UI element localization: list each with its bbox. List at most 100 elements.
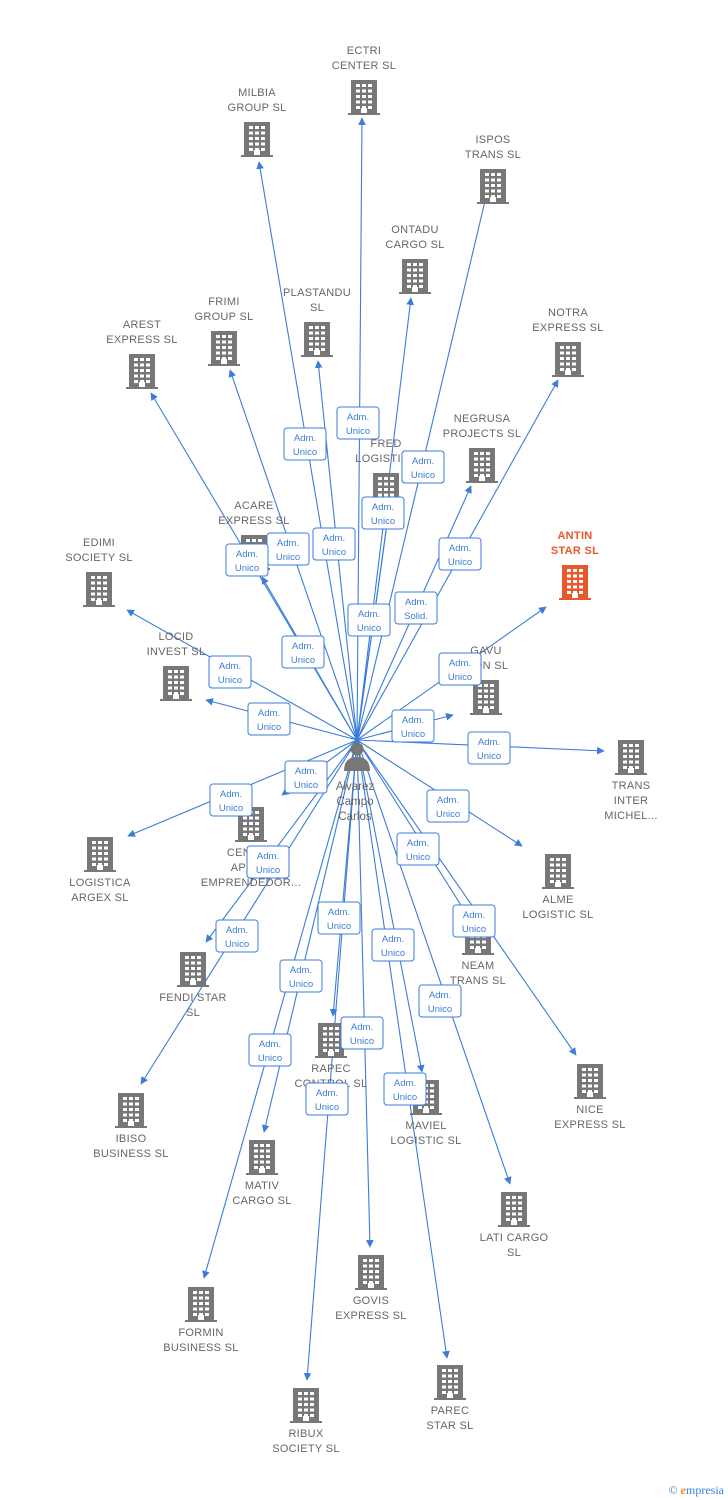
company-label: BUSINESS SL <box>93 1148 168 1160</box>
company-node-ibiso[interactable]: IBISO BUSINESS SL <box>93 1093 168 1160</box>
relation-badge[interactable]: Adm.Unico <box>401 450 445 484</box>
badge-text: Adm. <box>258 708 280 719</box>
company-label: LATI CARGO <box>480 1232 549 1244</box>
company-label: IBISO <box>116 1133 147 1145</box>
company-label: FORMIN <box>178 1327 223 1339</box>
relation-badge[interactable]: Adm.Unico <box>215 919 259 953</box>
relation-badge[interactable]: Adm.Solid. <box>394 591 438 625</box>
building-icon <box>115 1093 147 1128</box>
relation-badge[interactable]: Adm.Unico <box>209 783 253 817</box>
company-label: MAVIEL <box>405 1120 446 1132</box>
company-label: NEGRUSA <box>454 413 511 425</box>
edge-parec <box>356 739 450 1359</box>
badge-text: Adm. <box>323 533 345 544</box>
relation-badge[interactable]: Adm. Unico <box>247 702 291 736</box>
relation-badge[interactable]: Adm.Unico <box>312 527 356 561</box>
relation-badge[interactable]: Adm.Unico <box>452 904 496 938</box>
building-icon <box>246 1140 278 1175</box>
company-label: NEAM <box>462 960 495 972</box>
relation-badge[interactable]: Adm.Unico <box>208 655 252 689</box>
company-label: PAREC <box>431 1405 470 1417</box>
badge-text: Unico <box>346 426 370 437</box>
relation-badge[interactable]: Adm.Unico <box>340 1016 384 1050</box>
badge-text: Unico <box>257 722 281 733</box>
badge-text: Adm. <box>328 907 350 918</box>
company-label: SL <box>310 302 324 314</box>
company-node-trans[interactable]: TRANSINTERMICHEL... <box>604 740 657 822</box>
relation-badge[interactable]: Adm.Unico <box>396 832 440 866</box>
relation-badge[interactable]: Adm.Unico <box>467 731 511 765</box>
relation-badge[interactable]: Adm.Unico <box>426 789 470 823</box>
relation-badge[interactable]: Adm.Unico <box>225 543 269 577</box>
building-icon <box>542 854 574 889</box>
badge-text: Unico <box>235 563 259 574</box>
badge-text: Unico <box>393 1092 417 1103</box>
relation-badge[interactable]: Adm.Unico <box>438 537 482 571</box>
company-label: LOGISTICA <box>69 877 131 889</box>
relation-badge[interactable]: Adm.Unico <box>248 1033 292 1067</box>
company-label: FENDI STAR <box>159 992 227 1004</box>
company-label: CARGO SL <box>232 1195 291 1207</box>
relation-badge[interactable]: Adm.Unico <box>361 496 405 530</box>
relation-badge[interactable]: Adm.Unico <box>418 984 462 1018</box>
relation-badge[interactable]: Adm.Unico <box>383 1072 427 1106</box>
badge-text: Adm. <box>405 597 427 608</box>
badge-text: Adm. <box>402 715 424 726</box>
relation-badge[interactable]: Adm.Unico <box>279 959 323 993</box>
relation-badge[interactable]: Adm.Unico <box>283 427 327 461</box>
badge-text: Adm. <box>382 934 404 945</box>
relation-badge[interactable]: Adm. Unico <box>371 928 415 962</box>
company-label: ARGEX SL <box>71 892 128 904</box>
relation-badge[interactable]: Adm.Unico <box>266 532 310 566</box>
badge-text: Unico <box>381 948 405 959</box>
relation-badge[interactable]: Adm.Unico <box>305 1082 349 1116</box>
relation-badge[interactable]: Adm.Unico <box>336 406 380 440</box>
person-name: Campo <box>336 796 373 808</box>
company-label: NOTRA <box>548 307 588 319</box>
building-icon <box>466 448 498 483</box>
building-icon <box>290 1388 322 1423</box>
relation-badge[interactable]: Adm.Unico <box>284 760 328 794</box>
building-icon <box>84 837 116 872</box>
badge-text: Unico <box>327 921 351 932</box>
company-label: MILBIA <box>238 87 276 99</box>
company-label: EXPRESS SL <box>554 1119 625 1131</box>
company-node-logistica[interactable]: LOGISTICA ARGEX SL <box>69 837 131 904</box>
badges-layer: Adm.UnicoAdm.UnicoAdm.UnicoAdm.UnicoAdm.… <box>208 406 511 1116</box>
company-label: TRANS <box>612 780 651 792</box>
relation-badge[interactable]: Adm.Unico <box>281 635 325 669</box>
company-label: TRANS SL <box>465 149 521 161</box>
relation-badge[interactable]: Adm.Unico <box>246 845 290 879</box>
relation-badge[interactable]: Adm.Unico <box>438 652 482 686</box>
company-node-rapec[interactable]: RAPECCONTROL SL <box>295 1023 368 1090</box>
badge-text: Unico <box>225 939 249 950</box>
relation-badge[interactable]: Adm. Unico <box>317 901 361 935</box>
relation-badge[interactable]: Adm.Unico <box>347 603 391 637</box>
company-label: CARGO SL <box>385 239 444 251</box>
relation-badge[interactable]: Adm.Unico <box>391 709 435 743</box>
badge-text: Unico <box>462 924 486 935</box>
